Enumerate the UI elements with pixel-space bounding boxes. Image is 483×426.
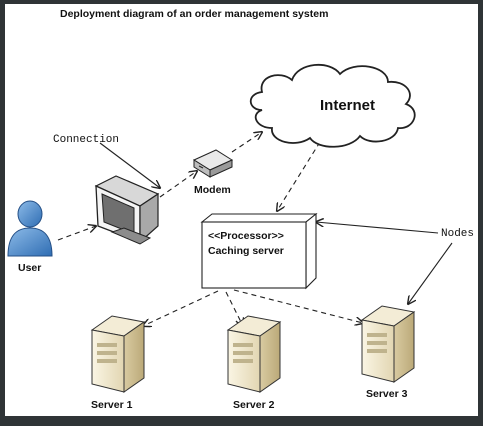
server-1-label: Server 1 bbox=[91, 399, 133, 411]
user-label: User bbox=[18, 262, 41, 274]
connector-computer-modem bbox=[159, 171, 197, 198]
connector-caching-server3 bbox=[233, 289, 363, 323]
server-2-label: Server 2 bbox=[233, 399, 275, 411]
nodes-pointer-server3 bbox=[408, 242, 453, 304]
diagram-title: Deployment diagram of an order managemen… bbox=[60, 8, 328, 20]
connector-modem-internet bbox=[231, 132, 262, 153]
user-icon bbox=[7, 200, 53, 257]
server-3-label: Server 3 bbox=[366, 388, 408, 400]
computer-monitor-icon bbox=[94, 175, 160, 245]
connector-user-computer bbox=[57, 226, 96, 241]
internet-cloud-icon bbox=[249, 63, 416, 148]
connection-label: Connection bbox=[53, 134, 119, 146]
server-1-icon bbox=[90, 315, 146, 393]
connector-caching-server2 bbox=[225, 291, 243, 326]
internet-label: Internet bbox=[320, 97, 375, 114]
nodes-label: Nodes bbox=[441, 228, 474, 240]
connection-pointer bbox=[99, 142, 160, 188]
modem-label: Modem bbox=[194, 184, 231, 196]
caching-server-node bbox=[200, 212, 318, 290]
caching-server-label: Caching server bbox=[208, 245, 284, 257]
server-3-icon bbox=[360, 305, 416, 383]
server-2-icon bbox=[226, 315, 282, 393]
modem-icon bbox=[192, 149, 234, 178]
nodes-pointer-caching bbox=[316, 222, 439, 234]
processor-stereotype: <<Processor>> bbox=[208, 230, 284, 242]
connector-caching-server1 bbox=[143, 290, 219, 326]
connector-internet-caching bbox=[277, 141, 321, 211]
